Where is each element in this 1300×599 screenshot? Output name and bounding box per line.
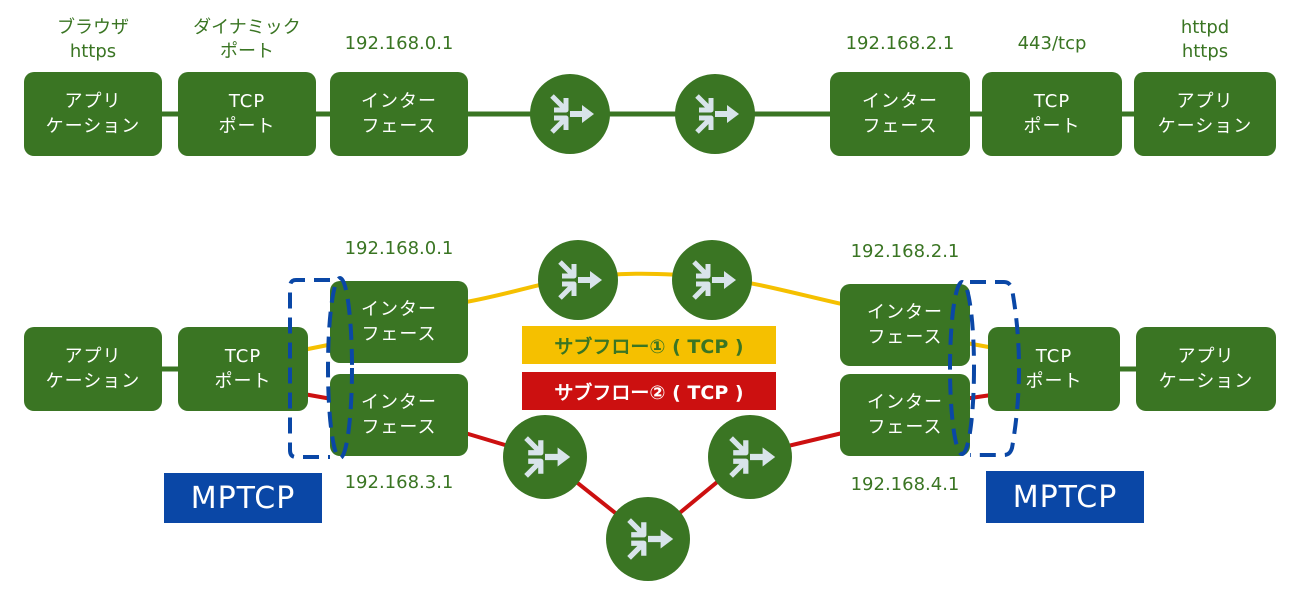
router-icon (708, 415, 792, 499)
router-icon (606, 497, 690, 581)
client-mptcp-badge: MPTCP (164, 473, 322, 523)
bottom-client-port-line2: ポート (214, 371, 272, 392)
top-server-port-label: 443/tcp (1017, 33, 1087, 54)
bottom-server-app-node: アプリ ケーション (1136, 327, 1276, 411)
bottom-server-app-line2: ケーション (1158, 371, 1254, 392)
top-server-port-node: TCP ポート (982, 72, 1122, 156)
top-server-app-node: アプリ ケーション (1134, 72, 1276, 156)
subflow1-label: サブフロー① ( TCP ) (522, 326, 776, 364)
top-client-iface-node: インター フェース (330, 72, 468, 156)
top-client-app-node: アプリ ケーション (24, 72, 162, 156)
bottom-client-iface2-line1: インター (361, 392, 437, 413)
subflow2-label: サブフロー② ( TCP ) (522, 372, 776, 410)
bottom-client-app-line1: アプリ (64, 346, 122, 367)
top-client-port-label-line2: ポート (220, 41, 274, 62)
router-icon (530, 74, 610, 154)
top-server-port-line1: TCP (1033, 91, 1071, 112)
bottom-server-ip2-label: 192.168.4.1 (850, 474, 960, 495)
top-server-app-line2: ケーション (1157, 116, 1253, 137)
top-server-app-line1: アプリ (1176, 91, 1234, 112)
top-client-app-label-line2: https (69, 41, 117, 62)
top-client-ip-label: 192.168.0.1 (344, 33, 454, 54)
top-server-app-label-line1: httpd (1180, 17, 1230, 38)
bottom-server-iface2-line2: フェース (867, 417, 943, 438)
top-client-app-label-line1: ブラウザ (57, 17, 129, 38)
top-client-app-label: ブラウザ https (33, 16, 153, 64)
top-client-iface-line2: フェース (361, 116, 437, 137)
bottom-client-port-node: TCP ポート (178, 327, 308, 411)
bottom-server-iface1-line2: フェース (867, 327, 943, 348)
bottom-client-ip2-label: 192.168.3.1 (344, 472, 454, 493)
bottom-server-port-line1: TCP (1035, 346, 1073, 367)
bottom-client-ip1-label: 192.168.0.1 (344, 238, 454, 259)
top-client-iface-line1: インター (361, 91, 437, 112)
top-server-port-line2: ポート (1023, 116, 1081, 137)
top-server-iface-line2: フェース (862, 116, 938, 137)
bottom-server-ip1-label: 192.168.2.1 (850, 241, 960, 262)
router-icon (503, 415, 587, 499)
top-client-app-line1: アプリ (64, 91, 122, 112)
bottom-client-app-node: アプリ ケーション (24, 327, 162, 411)
top-server-app-label: httpd https (1145, 16, 1265, 64)
top-server-iface-line1: インター (862, 91, 938, 112)
top-client-port-line1: TCP (228, 91, 266, 112)
router-icon (538, 240, 618, 320)
bottom-server-iface2-line1: インター (867, 392, 943, 413)
bottom-server-app-line1: アプリ (1177, 346, 1235, 367)
bottom-client-app-line2: ケーション (45, 371, 141, 392)
bottom-client-iface2-line2: フェース (361, 417, 437, 438)
bottom-client-port-line1: TCP (224, 346, 262, 367)
top-server-app-label-line2: https (1181, 41, 1229, 62)
bottom-client-iface1-line1: インター (361, 299, 437, 320)
top-server-ip-label: 192.168.2.1 (845, 33, 955, 54)
router-icon (675, 74, 755, 154)
top-client-port-label-line1: ダイナミック (193, 17, 301, 38)
top-server-iface-node: インター フェース (830, 72, 970, 156)
bottom-server-port-line2: ポート (1025, 371, 1083, 392)
top-client-port-line2: ポート (218, 116, 276, 137)
server-mptcp-badge: MPTCP (986, 471, 1144, 523)
bottom-server-iface1-line1: インター (867, 302, 943, 323)
top-client-port-node: TCP ポート (178, 72, 316, 156)
router-icon (672, 240, 752, 320)
bottom-client-iface1-line2: フェース (361, 324, 437, 345)
top-client-app-line2: ケーション (45, 116, 141, 137)
top-client-port-label: ダイナミック ポート (173, 16, 321, 64)
